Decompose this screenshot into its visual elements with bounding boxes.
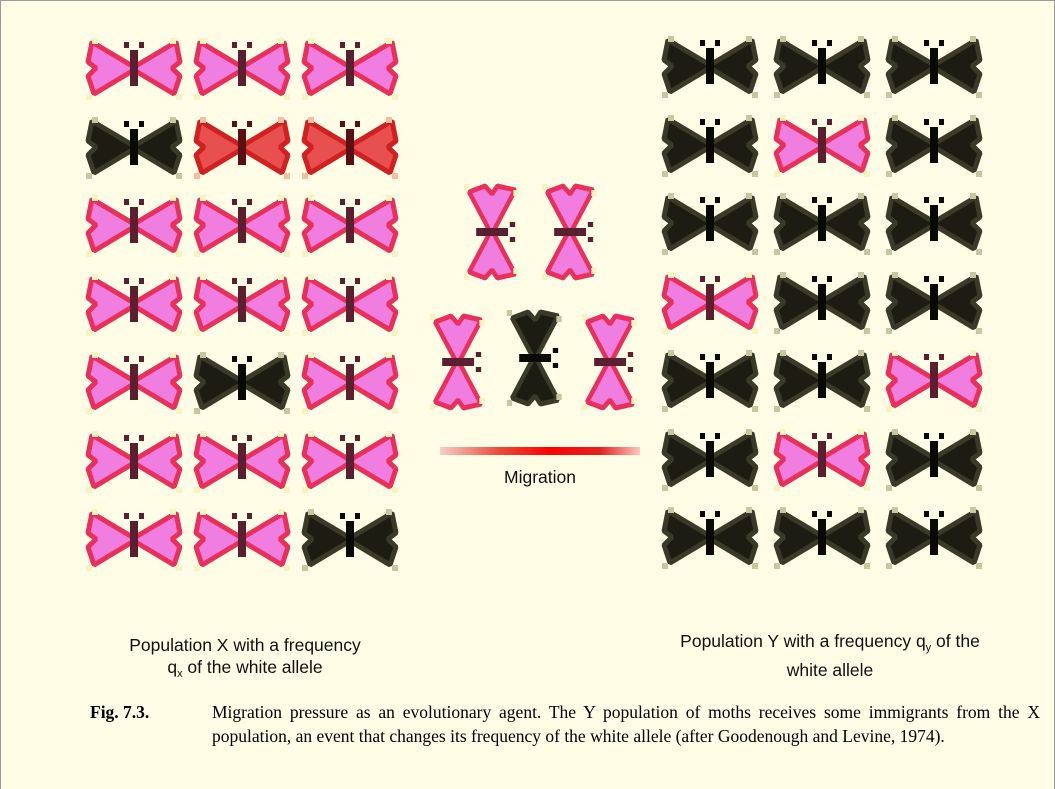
population-x-moth-pink <box>300 346 400 416</box>
population-y-moth-black <box>660 187 760 257</box>
population-x-moth-pink <box>84 346 184 416</box>
population-x-moth-pink <box>84 425 184 495</box>
population-x-moth-red <box>300 111 400 181</box>
population-y-moth-pink <box>772 109 872 179</box>
population-y-moth-black <box>660 344 760 414</box>
population-x-moth-pink <box>192 189 292 259</box>
population-x-label-line1: Population X with a frequency <box>60 634 430 656</box>
population-x-moth-pink <box>84 503 184 573</box>
population-x-label: Population X with a frequency qx of the … <box>60 634 430 685</box>
population-x-moth-pink <box>84 268 184 338</box>
migrant-moth-black <box>505 308 567 408</box>
population-y-moth-black <box>884 187 984 257</box>
population-x-moth-pink <box>84 32 184 102</box>
population-y-moth-black <box>884 423 984 493</box>
population-y-moth-black <box>660 501 760 571</box>
population-y-moth-pink <box>884 344 984 414</box>
population-y-moth-black <box>772 266 872 336</box>
population-x-moth-pink <box>192 425 292 495</box>
migrant-moth-pink <box>428 312 490 412</box>
population-y-moth-black <box>884 30 984 100</box>
population-x-moth-pink <box>192 268 292 338</box>
population-x-moth-pink <box>300 189 400 259</box>
migration-arrow <box>440 447 640 455</box>
population-x-moth-pink <box>300 268 400 338</box>
migrant-moth-pink <box>540 182 602 282</box>
population-y-label-line2: white allele <box>620 659 1040 681</box>
population-x-moth-pink <box>300 425 400 495</box>
migrant-moth-pink <box>580 312 642 412</box>
population-x-moth-pink <box>192 503 292 573</box>
population-y-label-line1: Population Y with a frequency qy of the <box>620 630 1040 659</box>
figure-number: Fig. 7.3. <box>90 700 149 724</box>
migration-label: Migration <box>440 466 640 488</box>
population-y-moth-pink <box>660 266 760 336</box>
population-y-moth-black <box>772 344 872 414</box>
migrant-moth-pink <box>462 182 524 282</box>
population-x-moth-pink <box>192 32 292 102</box>
population-y-moth-pink <box>772 423 872 493</box>
population-y-moth-black <box>772 30 872 100</box>
population-y-moth-black <box>660 30 760 100</box>
population-y-moth-black <box>884 266 984 336</box>
population-x-moth-black <box>300 503 400 573</box>
population-y-moth-black <box>884 109 984 179</box>
population-y-label: Population Y with a frequency qy of the … <box>620 630 1040 681</box>
population-x-moth-pink <box>300 32 400 102</box>
population-x-moth-pink <box>84 189 184 259</box>
population-x-moth-black <box>192 346 292 416</box>
population-y-moth-black <box>660 109 760 179</box>
population-x-moth-black <box>84 111 184 181</box>
population-x-moth-red <box>192 111 292 181</box>
population-y-moth-black <box>772 501 872 571</box>
population-y-moth-black <box>884 501 984 571</box>
population-y-moth-black <box>772 187 872 257</box>
figure-caption-text: Migration pressure as an evolutionary ag… <box>212 700 1040 748</box>
population-x-label-line2: qx of the white allele <box>60 656 430 685</box>
population-y-moth-black <box>660 423 760 493</box>
